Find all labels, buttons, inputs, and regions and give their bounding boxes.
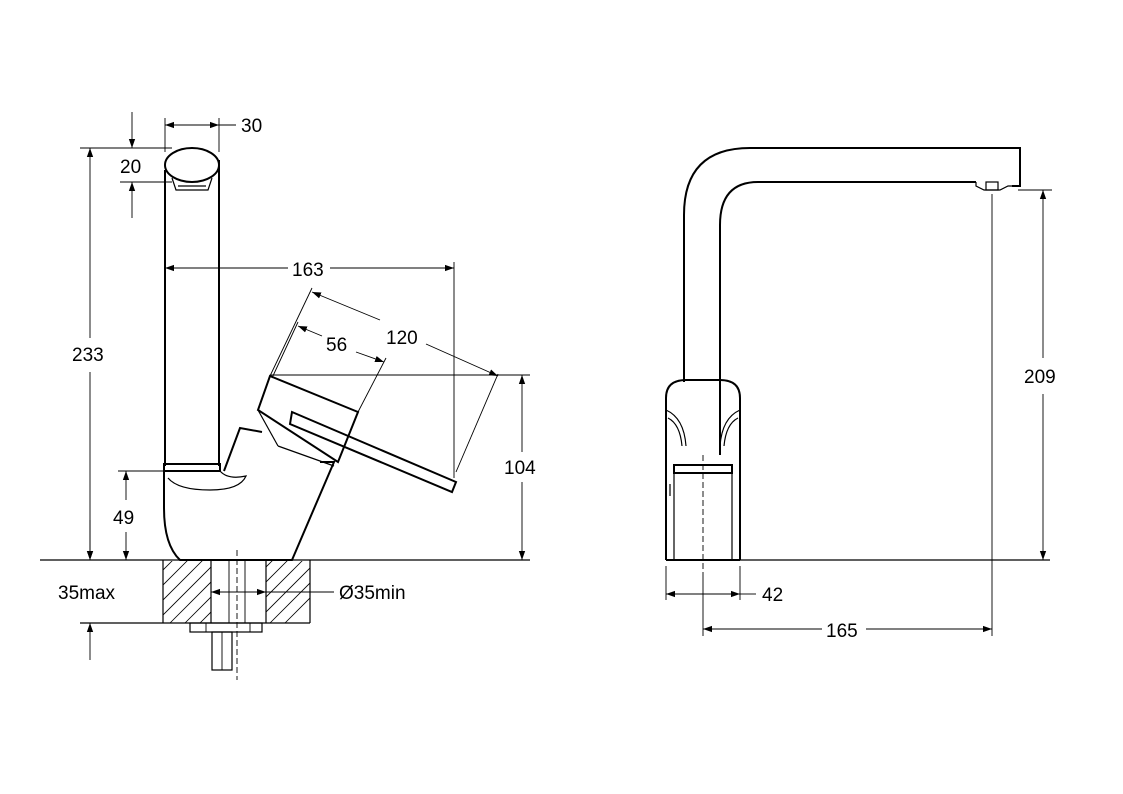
- dim-overall-height-label: 233: [72, 345, 104, 366]
- countertop-section: [40, 550, 530, 680]
- spout-outline: [683, 147, 1021, 455]
- front-view: 209 42 165: [665, 147, 1056, 642]
- dim-body-height: 49: [113, 470, 164, 560]
- dim-outlet-height-label: 209: [1024, 367, 1056, 388]
- dim-lever-offset-label: 56: [326, 335, 347, 356]
- dim-lever-length-label: 120: [386, 328, 418, 349]
- dim-lever-height-label: 104: [504, 458, 536, 479]
- spout-column: [164, 160, 220, 466]
- dim-reach-label: 163: [292, 260, 324, 281]
- tap-body: [163, 426, 336, 561]
- dim-spout-width: 30: [164, 116, 262, 152]
- dim-lever-length: 120: [269, 287, 499, 473]
- dim-aerator-label: 20: [120, 157, 141, 178]
- mixer-lever: [256, 374, 458, 494]
- fixing-shank: [189, 622, 263, 671]
- dim-aerator: 20: [120, 112, 172, 218]
- dim-spout-reach-label: 165: [826, 621, 858, 642]
- dim-lever-height: 104: [270, 374, 536, 560]
- dim-spout-reach: 165: [702, 194, 993, 642]
- dim-base-width: 42: [665, 566, 783, 606]
- side-view: 30 20 233 163: [40, 112, 536, 680]
- dim-base-width-label: 42: [762, 585, 783, 606]
- dim-overall-height: 233: [72, 147, 120, 560]
- dim-body-height-label: 49: [113, 508, 134, 529]
- dim-outlet-height: 209: [1018, 189, 1056, 560]
- spout-collar: [163, 463, 221, 472]
- dim-hole-diameter: Ø35min: [211, 583, 406, 604]
- aerator-head: [164, 147, 220, 191]
- dim-reach: 163: [164, 260, 455, 478]
- dim-spout-width-label: 30: [241, 116, 262, 137]
- dim-hole-diameter-label: Ø35min: [339, 583, 406, 604]
- dim-lever-offset: 56: [271, 321, 387, 413]
- dim-deck-thickness-label: 35max: [58, 583, 116, 604]
- dim-deck-thickness: 35max: [58, 520, 116, 660]
- front-body: [665, 379, 741, 575]
